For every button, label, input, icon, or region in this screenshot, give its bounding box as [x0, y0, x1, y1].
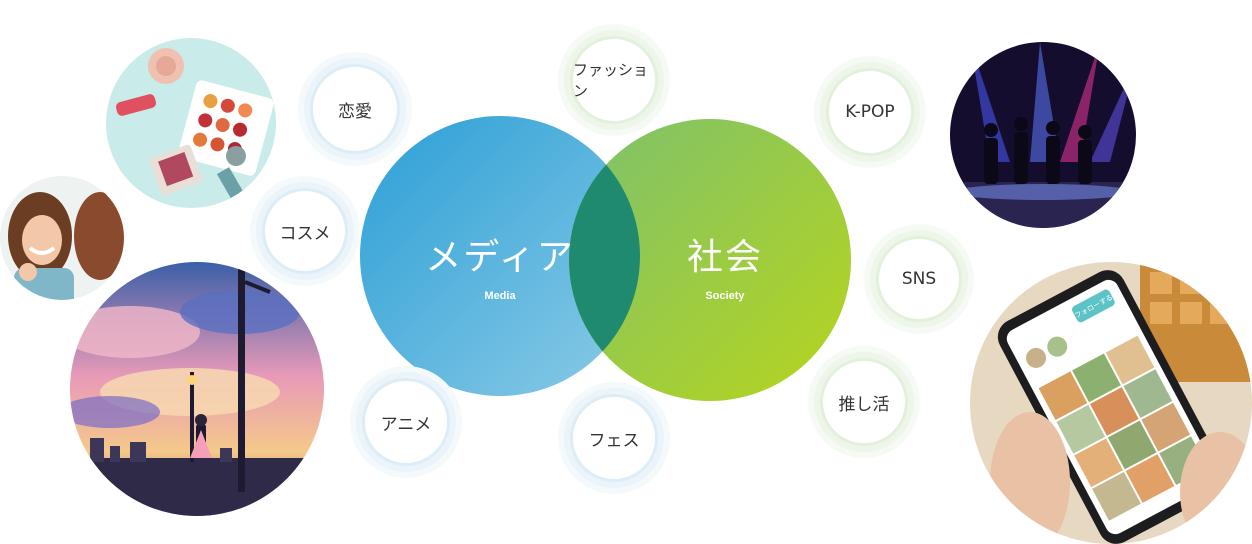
cosmetics-photo: [106, 38, 276, 208]
topic-bubble-oshikatsu: 推し活: [820, 358, 908, 446]
kpop-stage-photo: [950, 42, 1136, 228]
topic-bubble-kpop: K-POP: [826, 68, 914, 156]
topic-bubble-fashion: ファッション: [570, 36, 658, 124]
smartphone-sns-photo: フォローする: [970, 262, 1252, 544]
women-chatting-photo: [0, 176, 124, 300]
topic-bubble-anime: アニメ: [362, 378, 450, 466]
society-circle: [569, 119, 851, 401]
venn-diagram: [360, 116, 851, 401]
topic-bubble-romance: 恋愛: [310, 64, 400, 154]
women-illustration: [0, 176, 124, 300]
kpop-illustration: [950, 42, 1136, 228]
anime-sky-illustration: [70, 262, 324, 516]
topic-bubble-sns: SNS: [876, 236, 962, 322]
topic-bubble-festival: フェス: [570, 394, 658, 482]
topic-bubble-cosmetics: コスメ: [262, 188, 348, 274]
smartphone-illustration: フォローする: [970, 262, 1252, 544]
anime-illustration: [70, 262, 324, 516]
cosmetics-illustration: [106, 38, 276, 208]
media-circle: [360, 116, 640, 396]
